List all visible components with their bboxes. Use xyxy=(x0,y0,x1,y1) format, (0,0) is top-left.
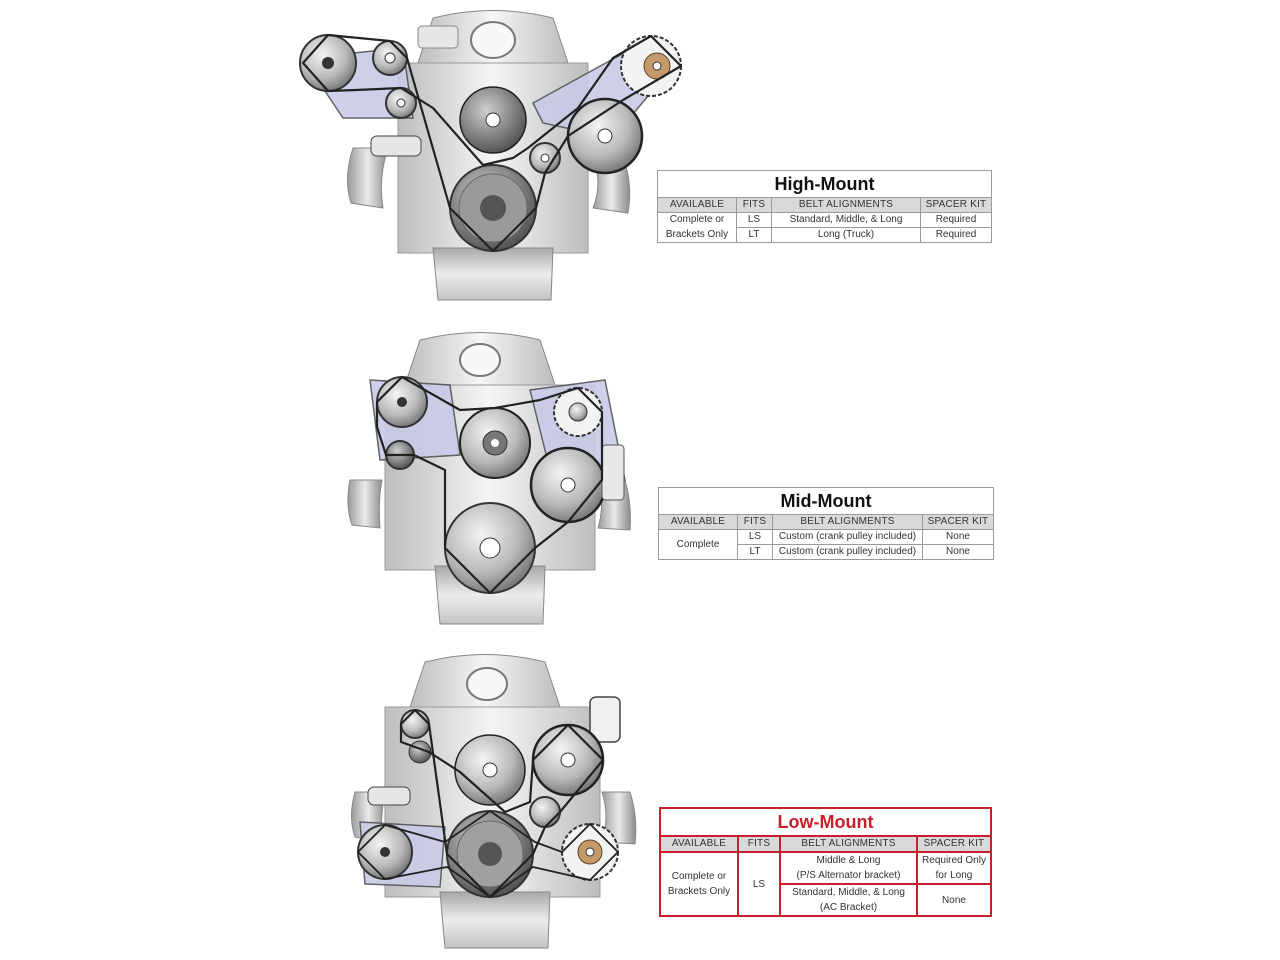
mid-mount-engine-illustration xyxy=(340,330,640,628)
belt-cell: Middle & Long (P/S Alternator bracket) xyxy=(779,851,918,885)
high-mount-title: High-Mount xyxy=(657,170,992,198)
col-belt-alignments: BELT ALIGNMENTS xyxy=(771,197,921,213)
belt-line-2: (P/S Alternator bracket) xyxy=(796,870,901,881)
col-fits: FITS xyxy=(737,835,781,853)
belt-cell: Custom (crank pulley included) xyxy=(772,529,923,545)
spacer-cell: Required Only for Long xyxy=(916,851,992,885)
spacer-cell: None xyxy=(922,529,994,545)
col-available: AVAILABLE xyxy=(657,197,737,213)
col-spacer-kit: SPACER KIT xyxy=(920,197,992,213)
spacer-cell: None xyxy=(916,883,992,917)
spacer-cell: Required xyxy=(920,212,992,228)
table-row: Complete or Brackets Only LS Middle & Lo… xyxy=(659,851,992,917)
spacer-line-1: Required Only xyxy=(922,855,986,866)
fits-cell: LS xyxy=(736,212,772,228)
col-spacer-kit: SPACER KIT xyxy=(916,835,992,853)
table-row: Complete LS Custom (crank pulley include… xyxy=(658,529,994,560)
mid-mount-table: Mid-Mount AVAILABLE FITS BELT ALIGNMENTS… xyxy=(658,487,994,560)
high-mount-table: High-Mount AVAILABLE FITS BELT ALIGNMENT… xyxy=(657,170,992,243)
fits-cell: LS xyxy=(737,851,781,917)
spacer-cell: Required xyxy=(920,227,992,243)
col-available: AVAILABLE xyxy=(659,835,739,853)
table-row: Brackets Only LT Long (Truck) Required xyxy=(657,227,992,243)
mid-mount-title: Mid-Mount xyxy=(658,487,994,515)
belt-cell: Standard, Middle, & Long xyxy=(771,212,921,228)
available-cell: Complete xyxy=(658,529,738,560)
available-cell: Brackets Only xyxy=(657,227,737,243)
available-cell: Complete or Brackets Only xyxy=(659,851,739,917)
spacer-line-2: for Long xyxy=(935,870,973,881)
belt-line-2: (AC Bracket) xyxy=(819,902,878,913)
available-line-2: Brackets Only xyxy=(667,886,731,897)
col-belt-alignments: BELT ALIGNMENTS xyxy=(779,835,918,853)
available-line-1: Complete or xyxy=(671,871,727,882)
col-fits: FITS xyxy=(736,197,772,213)
low-mount-table: Low-Mount AVAILABLE FITS BELT ALIGNMENTS… xyxy=(659,807,992,917)
belt-line-1: Standard, Middle, & Long xyxy=(792,887,905,898)
table-row: Complete or LS Standard, Middle, & Long … xyxy=(657,212,992,228)
available-cell: Complete or xyxy=(657,212,737,228)
table-row: LT Custom (crank pulley included) None xyxy=(659,544,994,560)
col-available: AVAILABLE xyxy=(658,514,738,530)
fits-cell: LT xyxy=(736,227,772,243)
low-mount-engine-illustration xyxy=(340,652,650,952)
table-row: Standard, Middle, & Long (AC Bracket) No… xyxy=(660,883,992,917)
belt-line-1: Middle & Long xyxy=(816,855,881,866)
spacer-cell: None xyxy=(922,544,994,560)
belt-cell: Long (Truck) xyxy=(771,227,921,243)
col-belt-alignments: BELT ALIGNMENTS xyxy=(772,514,923,530)
fits-cell: LS xyxy=(737,529,773,545)
belt-cell: Standard, Middle, & Long (AC Bracket) xyxy=(779,883,918,917)
high-mount-engine-illustration xyxy=(283,8,703,308)
fits-cell: LT xyxy=(737,544,773,560)
low-mount-title: Low-Mount xyxy=(659,807,992,837)
belt-cell: Custom (crank pulley included) xyxy=(772,544,923,560)
col-fits: FITS xyxy=(737,514,773,530)
col-spacer-kit: SPACER KIT xyxy=(922,514,994,530)
